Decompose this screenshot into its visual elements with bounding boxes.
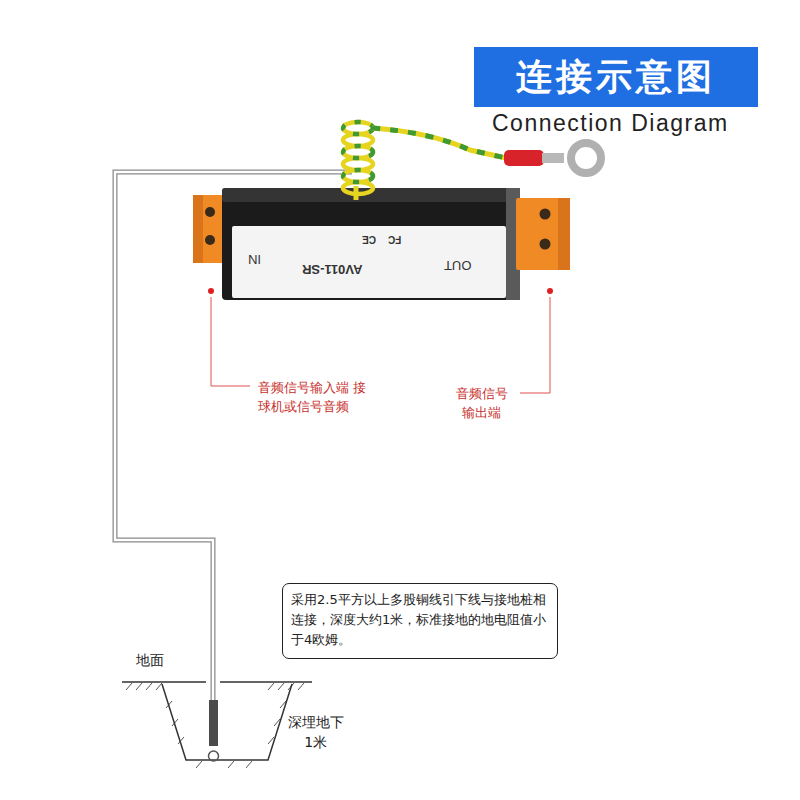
ground-hatch (126, 683, 304, 768)
note-box: 采用2.5平方以上多股铜线引下线与接地桩相连接，深度大约1米，标准接地的地电阻值… (282, 583, 558, 659)
marker-dot (208, 288, 214, 294)
earth-lead (372, 128, 506, 158)
plate-text: IN (248, 252, 261, 267)
plate-text: FC (388, 234, 401, 245)
terminal-shade (558, 198, 570, 270)
earth-lead-stripe (372, 128, 506, 158)
marker-dot (547, 288, 553, 294)
leader-line (520, 297, 550, 393)
ground-rod (209, 700, 218, 746)
terminal-screw (205, 235, 215, 245)
output-label: 音频信号 输出端 (452, 384, 512, 422)
ring-terminal (571, 143, 601, 173)
device-label-plate: IN AV011-SR CE FC OUT (232, 226, 506, 298)
device-body (222, 188, 520, 300)
terminal-shade (193, 195, 203, 263)
crimp-sleeve (504, 150, 544, 166)
plate-text: OUT (444, 258, 471, 273)
terminal-screw (205, 207, 215, 217)
plate-text: CE (362, 234, 376, 245)
ground-surface (122, 681, 312, 683)
depth-label: 深埋地下 1米 (282, 712, 349, 752)
terminal-screw (540, 209, 551, 220)
title-text: 连接示意图 (516, 53, 716, 102)
crimp-barrel (542, 153, 564, 163)
leader-line (211, 297, 250, 386)
title-box: 连接示意图 (474, 47, 758, 107)
coil (343, 122, 373, 194)
plate-text: AV011-SR (302, 262, 362, 277)
ground-label: 地面 (136, 652, 164, 670)
output-terminal (516, 198, 570, 270)
subtitle: Connection Diagram (492, 110, 729, 137)
terminal-screw (540, 239, 551, 250)
ground-rod-eye (209, 751, 219, 761)
input-label: 音频信号输入端 接球机或信号音频 (258, 378, 370, 416)
pit-outline (162, 684, 292, 760)
note-text: 采用2.5平方以上多股铜线引下线与接地桩相连接，深度大约1米，标准接地的地电阻值… (291, 590, 549, 650)
